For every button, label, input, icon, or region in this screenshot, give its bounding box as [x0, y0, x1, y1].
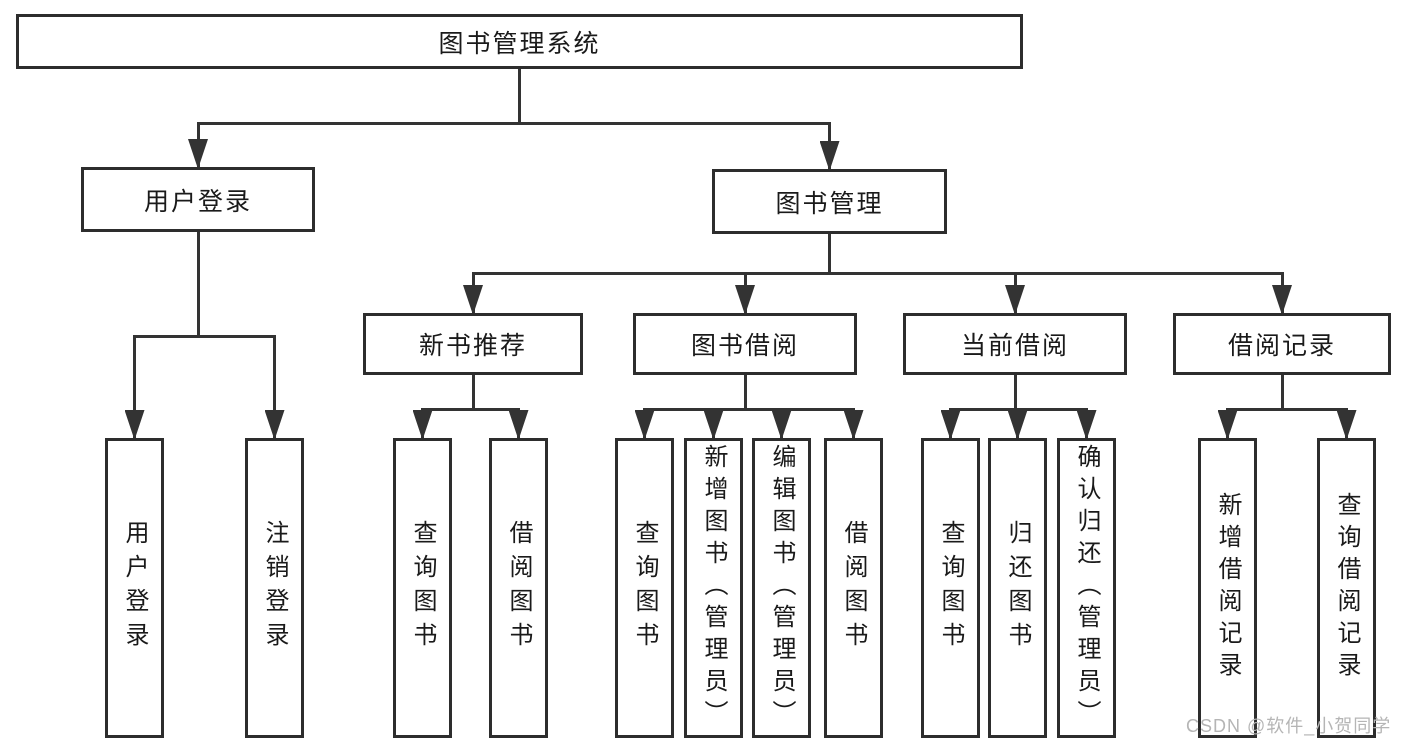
arrowhead-leaf-query-books-3	[940, 410, 961, 440]
node-label-leaf-query-books-1: 查询图书	[409, 520, 436, 656]
arrowhead-leaf-return-books	[1007, 410, 1028, 440]
connector-stem-book-management	[828, 234, 831, 275]
connector-stem-new-book-recommend	[471, 375, 475, 411]
node-label-leaf-borrow-books-2: 借阅图书	[840, 520, 867, 656]
connector-stem-current-borrowing	[1013, 375, 1017, 411]
connector-bar-root	[196, 122, 831, 125]
arrowhead-leaf-logout	[264, 410, 285, 440]
node-root: 图书管理系统	[16, 14, 1023, 69]
node-leaf-query-books-3: 查询图书	[921, 438, 980, 738]
arrowhead-leaf-add-borrow-record	[1217, 410, 1238, 440]
node-book-borrowing: 图书借阅	[633, 313, 857, 375]
node-leaf-query-books-2: 查询图书	[615, 438, 674, 738]
node-label-leaf-add-books: 新增图书（管理员）	[700, 444, 727, 732]
arrowhead-leaf-query-books-1	[412, 410, 433, 440]
connector-stem-root	[518, 69, 521, 125]
node-current-borrowing: 当前借阅	[903, 313, 1127, 375]
node-leaf-borrow-books-2: 借阅图书	[824, 438, 883, 738]
node-borrowing-records: 借阅记录	[1173, 313, 1391, 375]
arrowhead-leaf-user-login	[124, 410, 145, 440]
arrowhead-leaf-confirm-return	[1076, 410, 1097, 440]
node-label-borrowing-records: 借阅记录	[1227, 332, 1336, 360]
node-label-leaf-add-borrow-record: 新增借阅记录	[1214, 492, 1241, 684]
node-label-leaf-return-books: 归还图书	[1004, 520, 1031, 656]
node-label-leaf-query-borrow-record: 查询借阅记录	[1333, 492, 1360, 684]
node-leaf-confirm-return: 确认归还（管理员）	[1057, 438, 1116, 738]
arrowhead-leaf-query-books-2	[634, 410, 655, 440]
arrowhead-book-borrowing	[735, 285, 755, 315]
node-label-user-login: 用户登录	[143, 187, 252, 216]
node-leaf-query-books-1: 查询图书	[393, 438, 452, 738]
node-label-root: 图书管理系统	[438, 29, 601, 58]
connector-bar-new-book-recommend	[421, 408, 520, 411]
node-label-book-borrowing: 图书借阅	[690, 332, 799, 360]
connector-drop-leaf-user-login	[133, 335, 136, 438]
node-label-leaf-user-login: 用户登录	[121, 520, 148, 656]
watermark: CSDN @软件_小贺同学	[1186, 716, 1392, 736]
arrowhead-leaf-borrow-books-2	[843, 410, 864, 440]
node-leaf-logout: 注销登录	[245, 438, 304, 738]
connector-bar-book-borrowing	[643, 408, 855, 411]
node-label-leaf-query-books-2: 查询图书	[631, 520, 658, 656]
connector-stem-book-borrowing	[743, 375, 747, 411]
node-label-leaf-borrow-books-1: 借阅图书	[505, 520, 532, 656]
node-label-leaf-confirm-return: 确认归还（管理员）	[1073, 444, 1100, 732]
node-leaf-add-borrow-record: 新增借阅记录	[1198, 438, 1257, 738]
arrowhead-leaf-add-books	[703, 410, 724, 440]
node-label-new-book-recommend: 新书推荐	[418, 332, 527, 360]
node-label-current-borrowing: 当前借阅	[960, 332, 1069, 360]
arrowhead-borrowing-records	[1272, 285, 1292, 315]
node-leaf-add-books: 新增图书（管理员）	[684, 438, 743, 738]
arrowhead-leaf-borrow-books-1	[508, 410, 529, 440]
connector-bar-book-management	[471, 272, 1284, 275]
node-leaf-edit-books: 编辑图书（管理员）	[752, 438, 811, 738]
node-label-book-management: 图书管理	[775, 189, 884, 218]
node-leaf-user-login: 用户登录	[105, 438, 164, 738]
arrowhead-current-borrowing	[1005, 285, 1025, 315]
arrowhead-leaf-edit-books	[771, 410, 792, 440]
arrowhead-leaf-query-borrow-record	[1336, 410, 1357, 440]
connector-bar-borrowing-records	[1226, 408, 1348, 411]
arrowhead-new-book-recommend	[463, 285, 483, 315]
node-book-management: 图书管理	[712, 169, 947, 234]
arrowhead-user-login	[188, 139, 208, 169]
node-label-leaf-edit-books: 编辑图书（管理员）	[768, 444, 795, 732]
node-label-leaf-query-books-3: 查询图书	[937, 520, 964, 656]
node-leaf-query-borrow-record: 查询借阅记录	[1317, 438, 1376, 738]
node-new-book-recommend: 新书推荐	[363, 313, 583, 375]
arrowhead-book-management	[819, 141, 840, 171]
connector-bar-user-login	[133, 335, 276, 338]
connector-stem-user-login	[196, 232, 200, 338]
node-leaf-borrow-books-1: 借阅图书	[489, 438, 548, 738]
node-user-login: 用户登录	[81, 167, 315, 232]
node-label-leaf-logout: 注销登录	[261, 520, 288, 656]
node-leaf-return-books: 归还图书	[988, 438, 1047, 738]
connector-drop-leaf-logout	[273, 335, 276, 438]
connector-stem-borrowing-records	[1280, 375, 1284, 411]
